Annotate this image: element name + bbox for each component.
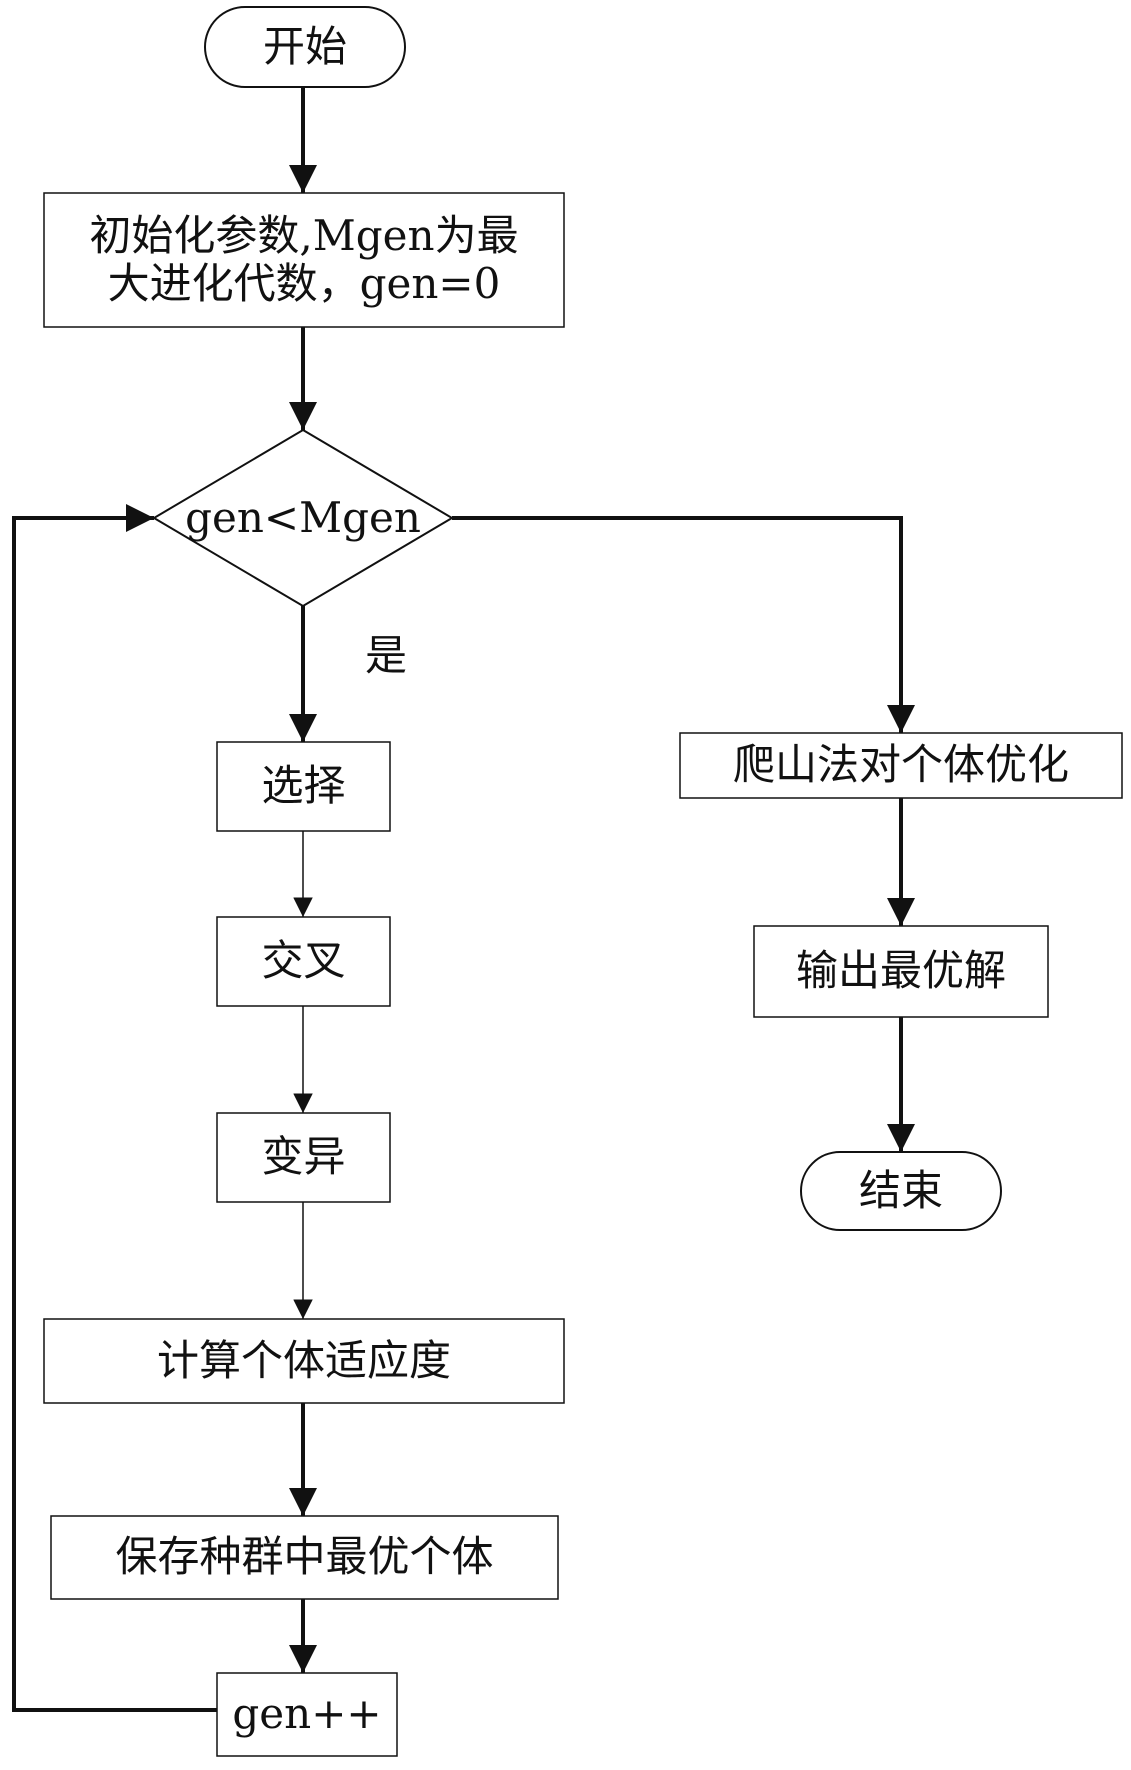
- hill-climb-box: [679, 732, 1123, 799]
- arrow-increment-loop-back: [12, 504, 217, 1712]
- init-label: 初始化参数,Mgen为最 大进化代数，gen=0: [44, 193, 564, 327]
- init-process-box: [43, 192, 565, 328]
- output-label: 输出最优解: [795, 946, 1006, 996]
- save-best-label: 保存种群中最优个体: [115, 1532, 494, 1582]
- fitness-box: [43, 1318, 565, 1404]
- crossover-label: 交叉: [261, 936, 346, 986]
- end-label: 结束: [858, 1165, 943, 1215]
- select-label: 选择: [261, 761, 346, 811]
- fitness-label: 计算个体适应度: [156, 1335, 451, 1385]
- init-label-line1: 初始化参数,Mgen为最: [89, 210, 519, 260]
- init-label-line2: 大进化代数，gen=0: [107, 259, 501, 308]
- yes-label: 是: [364, 630, 407, 680]
- save-best-box: [50, 1515, 559, 1600]
- output-box: [753, 925, 1049, 1018]
- hill-climb-label: 爬山法对个体优化: [732, 740, 1069, 790]
- mutation-label: 变异: [261, 1132, 346, 1182]
- increment-label: gen++: [232, 1689, 382, 1739]
- increment-box: [216, 1672, 398, 1757]
- crossover-box: [216, 916, 391, 1007]
- arrow-condition-to-hill-climb: [452, 516, 915, 733]
- condition-label: gen<Mgen: [185, 492, 421, 542]
- start-label: 开始: [262, 21, 347, 71]
